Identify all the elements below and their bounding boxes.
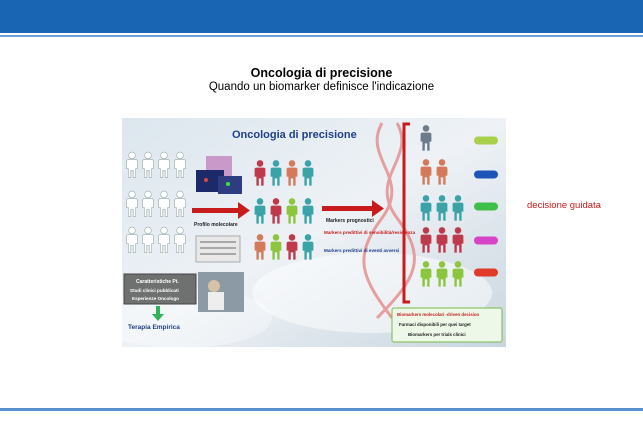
biomarker-line-1: Biomarkers molecolari -driven decision: [397, 312, 480, 317]
decision-label: decisione guidata: [527, 200, 601, 211]
slide-title: Oncologia di precisione: [232, 129, 357, 141]
biomarker-box: Biomarkers molecolari -driven decision F…: [391, 307, 503, 343]
marker-prognostic: Markers prognostici: [326, 218, 374, 224]
footer-divider: [0, 408, 643, 411]
tissue-images: [195, 156, 242, 263]
biomarker-line-3: Biomarkers per trials clinici: [408, 332, 466, 337]
characteristics-line-3: Esperienze Oncologo: [132, 296, 179, 301]
marker-predictive-sensitivity: Markers predittivi di sensibilità/resist…: [324, 230, 416, 235]
header-divider: [0, 35, 643, 37]
group-bracket: [402, 122, 410, 304]
characteristics-box: Caratteristiche Pt. Studi clinici pubbli…: [123, 273, 197, 305]
green-down-arrow-icon: [152, 306, 164, 321]
red-arrow-icon: [192, 200, 384, 219]
characteristics-line-2: Studi clinici pubblicati: [130, 288, 179, 293]
dna-helix-icon: [362, 122, 416, 320]
marker-predictive-adverse: Markers predittivi di eventi avversi: [324, 248, 399, 253]
slide-image: Oncologia di precisione Profilo molecola…: [122, 118, 506, 347]
biomarker-line-2: Farmaci disponibili per quei target: [399, 322, 471, 327]
characteristics-line-1: Caratteristiche Pt.: [136, 279, 179, 285]
header-bar: [0, 0, 643, 33]
empirical-therapy-label: Terapia Empirica: [128, 324, 180, 331]
page-title: Oncologia di precisione: [250, 66, 393, 80]
lab-photo: [198, 272, 244, 312]
profile-label: Profilo molecolare: [194, 222, 238, 228]
page-subtitle: Quando un biomarker definisce l'indicazi…: [208, 81, 435, 93]
slide-graphic: Oncologia di precisione Profilo molecola…: [122, 118, 506, 347]
